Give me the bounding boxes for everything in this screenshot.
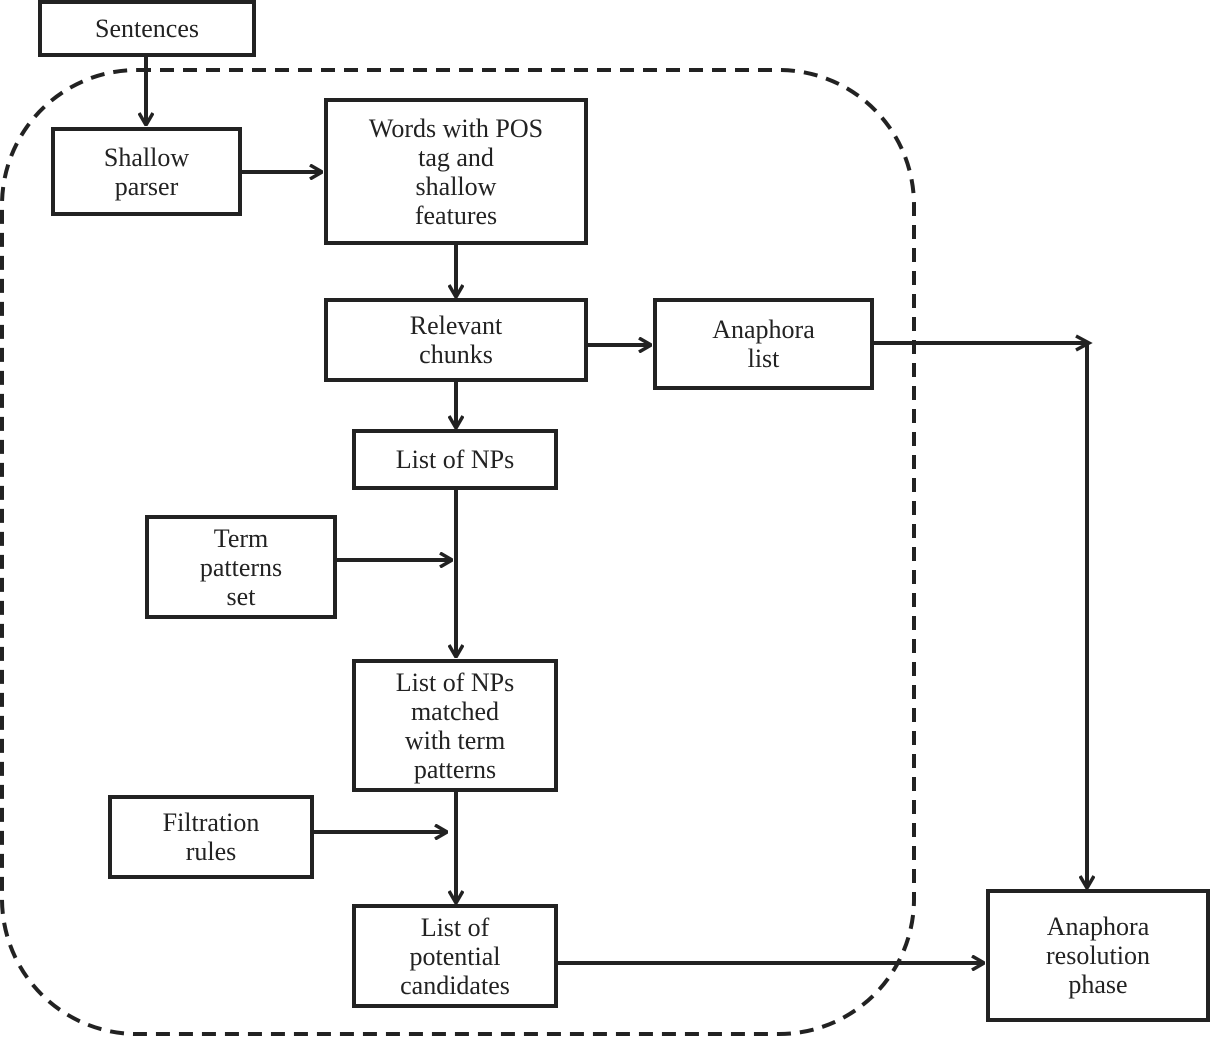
node-filtration-rules: Filtration rules [108, 795, 314, 879]
node-words-pos-line-3: shallow [415, 171, 497, 201]
node-words-pos-line-2: tag and [418, 142, 494, 172]
node-relevant-chunks-line-1: Relevant [409, 311, 503, 340]
node-nps-matched: List of NPs matched with term patterns [352, 659, 558, 792]
node-relevant-chunks-line-2: chunks [419, 340, 493, 369]
node-sentences: Sentences [38, 0, 256, 57]
preprocessing-region-boundary [0, 68, 916, 1036]
node-nps-matched-line-3: with term [404, 725, 506, 755]
node-anaphora-list-line-2: list [747, 344, 780, 373]
node-term-patterns: Term patterns set [145, 515, 337, 619]
node-anaphora-list: Anaphora list [653, 298, 874, 390]
edge-anaphora-list-to-anaphora-resolution [873, 341, 1087, 888]
node-words-pos: Words with POS tag and shallow features [324, 98, 588, 245]
node-words-pos-line-4: features [414, 200, 498, 230]
node-term-patterns-line-3: set [226, 581, 256, 611]
node-shallow-parser-line-2: parser [114, 171, 179, 201]
node-term-patterns-line-2: patterns [199, 552, 283, 582]
node-potential-candidates-line-1: List of [420, 912, 490, 942]
node-filtration-rules-line-2: rules [185, 837, 237, 866]
node-filtration-rules-line-1: Filtration [162, 808, 260, 837]
node-list-nps-line-1: List of NPs [395, 445, 515, 474]
node-term-patterns-line-1: Term [213, 523, 269, 553]
node-list-nps: List of NPs [352, 429, 558, 490]
node-words-pos-line-1: Words with POS [368, 113, 544, 143]
node-nps-matched-line-1: List of NPs [395, 667, 515, 697]
node-nps-matched-line-4: patterns [413, 754, 497, 784]
node-anaphora-resolution-line-2: resolution [1046, 941, 1150, 970]
node-anaphora-resolution-line-3: phase [1068, 970, 1128, 999]
node-anaphora-resolution-line-1: Anaphora [1046, 912, 1150, 941]
node-shallow-parser: Shallow parser [51, 127, 242, 216]
edge-anaphora-list-arrow-tip [1075, 334, 1093, 352]
node-potential-candidates-line-2: potential [409, 941, 501, 971]
node-relevant-chunks: Relevant chunks [324, 298, 588, 382]
node-shallow-parser-line-1: Shallow [103, 142, 190, 172]
node-potential-candidates: List of potential candidates [352, 904, 558, 1008]
node-anaphora-resolution: Anaphora resolution phase [986, 889, 1210, 1022]
node-anaphora-list-line-1: Anaphora [712, 315, 815, 344]
node-nps-matched-line-2: matched [410, 696, 500, 726]
node-potential-candidates-line-3: candidates [400, 970, 510, 1000]
node-sentences-line-1: Sentences [95, 14, 199, 43]
